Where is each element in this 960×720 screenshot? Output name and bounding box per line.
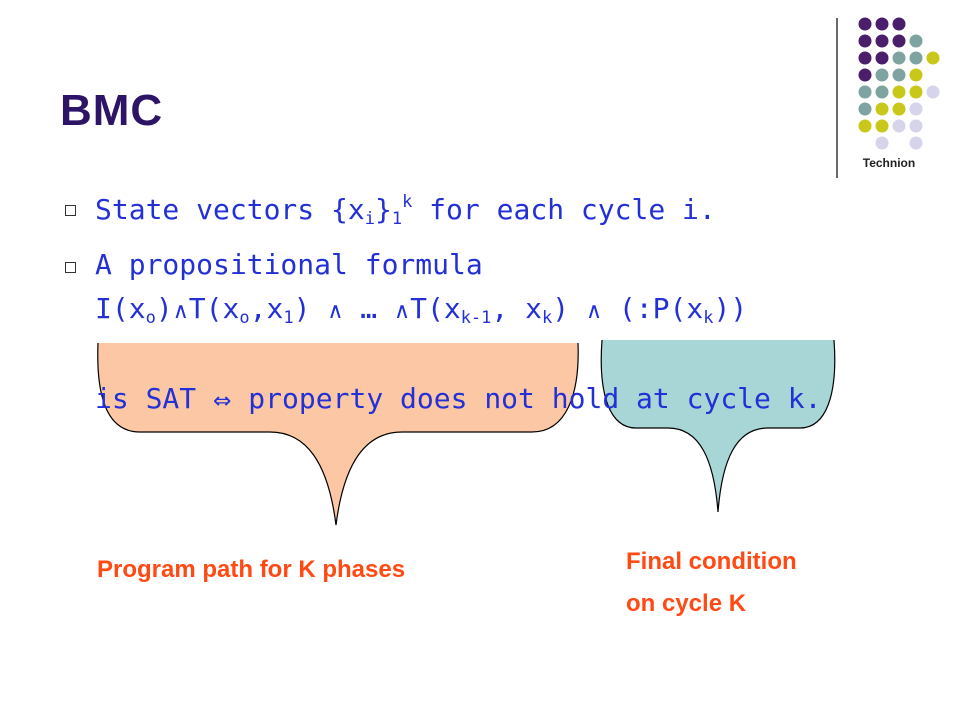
logo-dots-icon [858,17,940,150]
slide-title: BMC [60,86,164,135]
bullet-state-vectors: State vectors {xi}1k for each cycle i. [95,192,716,229]
logo-label: Technion [862,156,916,170]
bullet-propositional-formula: A propositional formula [95,248,483,281]
formula-line: I(xo)∧T(xo,x1) ∧ … ∧T(xk-1, xk) ∧ (:P(xk… [95,292,748,328]
bullet-marker-2 [65,262,76,273]
label-program-path: Program path for K phases [97,556,406,583]
sat-statement: is SAT ⇔ property does not hold at cycle… [95,382,822,415]
right-brace-shape [601,340,835,512]
left-brace-shape [97,343,579,525]
label-final-condition-2: on cycle K [626,590,747,617]
label-final-condition-1: Final condition [626,548,797,575]
logo-divider [836,18,838,178]
bullet-marker-1 [65,205,76,216]
